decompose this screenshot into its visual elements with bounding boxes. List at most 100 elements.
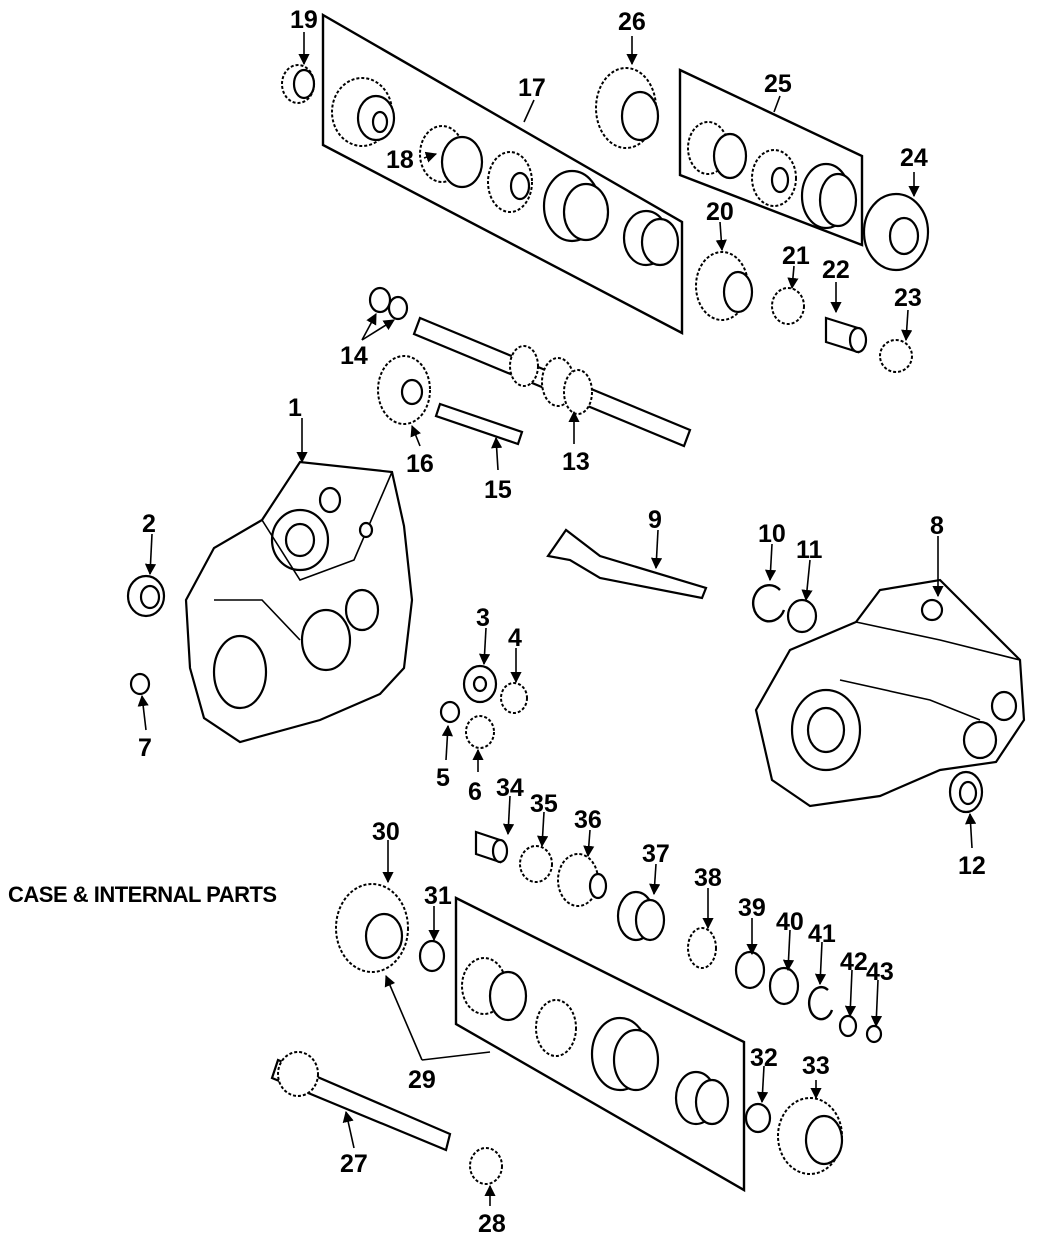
part-12-oil-seal bbox=[948, 770, 984, 814]
callout-11: 11 bbox=[796, 536, 823, 564]
callout-30: 30 bbox=[372, 818, 400, 846]
callout-42: 42 bbox=[840, 948, 868, 976]
callout-25: 25 bbox=[764, 70, 792, 98]
callout-3: 3 bbox=[476, 604, 490, 632]
part-15-shaft bbox=[434, 402, 524, 446]
callout-37: 37 bbox=[642, 840, 670, 868]
part-34-collar bbox=[474, 830, 509, 864]
callout-39: 39 bbox=[738, 894, 766, 922]
part-21-needle-bearing bbox=[771, 287, 805, 325]
callout-20: 20 bbox=[706, 198, 734, 226]
part-24-ball-bearing bbox=[862, 192, 930, 272]
callout-8: 8 bbox=[930, 512, 944, 540]
part-18-synchro-ring bbox=[419, 125, 484, 189]
group-29-frame bbox=[454, 896, 746, 1193]
part-8-transmission-housing bbox=[754, 578, 1026, 808]
callout-19: 19 bbox=[290, 6, 318, 34]
callout-29: 29 bbox=[408, 1066, 436, 1094]
callout-21: 21 bbox=[782, 242, 810, 270]
leader-lines bbox=[137, 32, 977, 1206]
callout-33: 33 bbox=[802, 1052, 830, 1080]
part-30-gear bbox=[335, 883, 409, 973]
part-32-bearing bbox=[744, 1102, 772, 1134]
part-35-needle-bearing bbox=[519, 845, 553, 883]
part-23-bearing bbox=[879, 339, 913, 373]
callout-43: 43 bbox=[866, 958, 894, 986]
part-25-ring bbox=[687, 121, 748, 180]
part-31-bearing bbox=[418, 939, 446, 973]
part-25-sleeve bbox=[800, 162, 858, 230]
callout-38: 38 bbox=[694, 864, 722, 892]
callout-35: 35 bbox=[530, 790, 558, 818]
callout-18: 18 bbox=[386, 146, 414, 174]
callout-17: 17 bbox=[518, 74, 546, 102]
callout-14: 14 bbox=[340, 342, 368, 370]
group-17-frame bbox=[321, 12, 684, 335]
part-27-countershaft bbox=[270, 1051, 452, 1152]
part-7-plug bbox=[129, 672, 151, 696]
callout-numbers: 19 26 17 25 18 24 20 21 22 23 14 1 16 13… bbox=[138, 6, 986, 1238]
part-37-ring bbox=[616, 890, 666, 942]
part-36-gear bbox=[557, 853, 608, 907]
part-9-shift-fork bbox=[546, 528, 708, 600]
part-17-sleeve bbox=[542, 169, 610, 243]
callout-2: 2 bbox=[142, 510, 156, 538]
part-19-needle-bearing bbox=[281, 64, 316, 104]
part-13-mainshaft bbox=[412, 316, 692, 448]
part-38-ring bbox=[687, 927, 717, 969]
callout-31: 31 bbox=[424, 882, 452, 910]
part-29-sleeve bbox=[590, 1016, 660, 1092]
part-11-cap bbox=[786, 598, 818, 634]
callout-4: 4 bbox=[508, 624, 522, 652]
part-1-clutch-housing bbox=[184, 460, 414, 744]
callout-13: 13 bbox=[562, 448, 590, 476]
callout-9: 9 bbox=[648, 506, 662, 534]
part-10-snap-ring bbox=[751, 584, 786, 623]
part-41-snap-ring bbox=[807, 985, 834, 1021]
callout-24: 24 bbox=[900, 144, 928, 172]
part-17-ring bbox=[622, 209, 680, 267]
part-25-hub bbox=[751, 149, 797, 207]
part-2-oil-seal bbox=[126, 574, 166, 618]
callout-36: 36 bbox=[574, 806, 602, 834]
diagram-title: CASE & INTERNAL PARTS bbox=[8, 882, 277, 907]
part-17-gear bbox=[331, 77, 396, 147]
part-43-nut bbox=[865, 1024, 883, 1044]
part-28-needle-bearing bbox=[469, 1147, 503, 1185]
part-6-bearing bbox=[465, 715, 495, 749]
part-42-washer bbox=[838, 1014, 858, 1038]
callout-22: 22 bbox=[822, 256, 850, 284]
part-39-ring bbox=[734, 950, 766, 990]
callout-26: 26 bbox=[618, 8, 646, 36]
part-3-washer bbox=[462, 664, 498, 704]
group-25-frame bbox=[678, 68, 864, 247]
part-17-hub bbox=[487, 151, 533, 213]
callout-32: 32 bbox=[750, 1044, 778, 1072]
callout-15: 15 bbox=[484, 476, 512, 504]
part-29-synchro-ring bbox=[674, 1070, 730, 1126]
part-5-washer bbox=[439, 700, 461, 724]
part-29-hub bbox=[535, 999, 577, 1057]
callout-27: 27 bbox=[340, 1150, 368, 1178]
part-16-gear bbox=[377, 355, 431, 425]
callout-1: 1 bbox=[288, 394, 302, 422]
callout-12: 12 bbox=[958, 852, 986, 880]
callout-41: 41 bbox=[808, 920, 836, 948]
callout-6: 6 bbox=[468, 778, 482, 806]
part-33-gear bbox=[777, 1097, 844, 1175]
callout-5: 5 bbox=[436, 764, 450, 792]
part-4-bearing bbox=[500, 682, 528, 714]
part-22-collar bbox=[824, 316, 868, 354]
part-40-ring bbox=[768, 966, 800, 1006]
part-20-gear bbox=[695, 251, 754, 321]
callout-40: 40 bbox=[776, 908, 804, 936]
callout-23: 23 bbox=[894, 284, 922, 312]
part-29-ring bbox=[461, 957, 528, 1022]
callout-28: 28 bbox=[478, 1210, 506, 1238]
callout-16: 16 bbox=[406, 450, 434, 478]
callout-7: 7 bbox=[138, 734, 152, 762]
callout-34: 34 bbox=[496, 774, 524, 802]
part-14-washers bbox=[368, 286, 409, 321]
